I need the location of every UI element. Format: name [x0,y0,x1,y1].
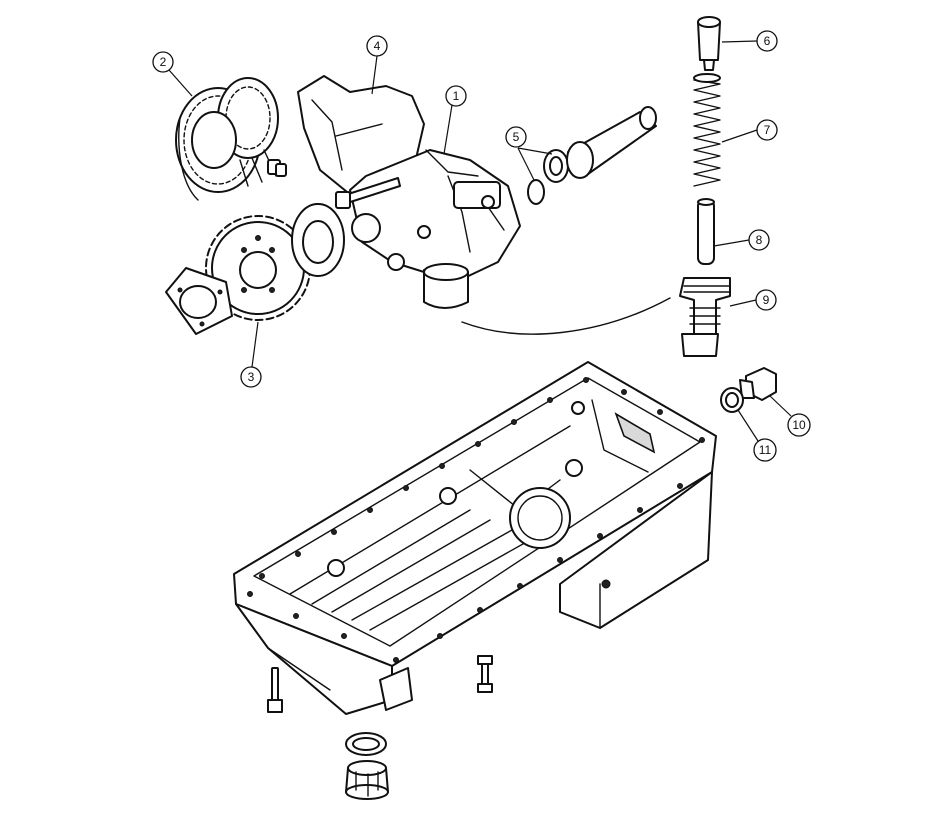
leader-lines [168,40,792,442]
callout-label-5: 5 [513,130,520,144]
callout-label-4: 4 [374,39,381,53]
callout-4: 4 [366,35,388,57]
callout-9: 9 [755,289,777,311]
callout-label-6: 6 [764,34,771,48]
sprocket-gear-part [205,215,311,321]
callout-5: 5 [505,126,527,148]
callout-label-9: 9 [763,293,770,307]
relief-valve-spring-part [693,73,721,187]
oil-pan-part [233,361,717,715]
callout-label-7: 7 [764,123,771,137]
callout-1: 1 [445,85,467,107]
relief-valve-plunger-part [697,198,715,265]
callout-6: 6 [756,30,778,52]
callout-11: 11 [753,438,777,462]
callout-7: 7 [756,119,778,141]
callout-label-11: 11 [759,443,772,457]
pan-bolt-left-part [267,667,283,713]
pan-bolt-right-part [477,655,493,693]
oil-pump-body-part [297,75,671,335]
seal-and-tube-part [527,106,657,205]
callout-label-10: 10 [792,418,806,432]
drain-washer-part [345,732,387,756]
gasket-plate-part [165,267,233,335]
relief-valve-body-part [679,277,731,357]
washer-small-part [720,387,744,413]
callout-3: 3 [240,366,262,388]
drain-plug-part [345,760,389,800]
callout-label-2: 2 [160,55,167,69]
callout-10: 10 [787,413,811,437]
callout-2: 2 [152,51,174,73]
callout-8: 8 [748,229,770,251]
timing-chain-part [175,77,287,201]
drain-plug-small-part [739,367,777,401]
relief-valve-cap-part [697,16,721,71]
callout-label-3: 3 [248,370,255,384]
callout-label-1: 1 [453,89,460,103]
callout-label-8: 8 [756,233,763,247]
pump-gasket-part [291,203,345,277]
